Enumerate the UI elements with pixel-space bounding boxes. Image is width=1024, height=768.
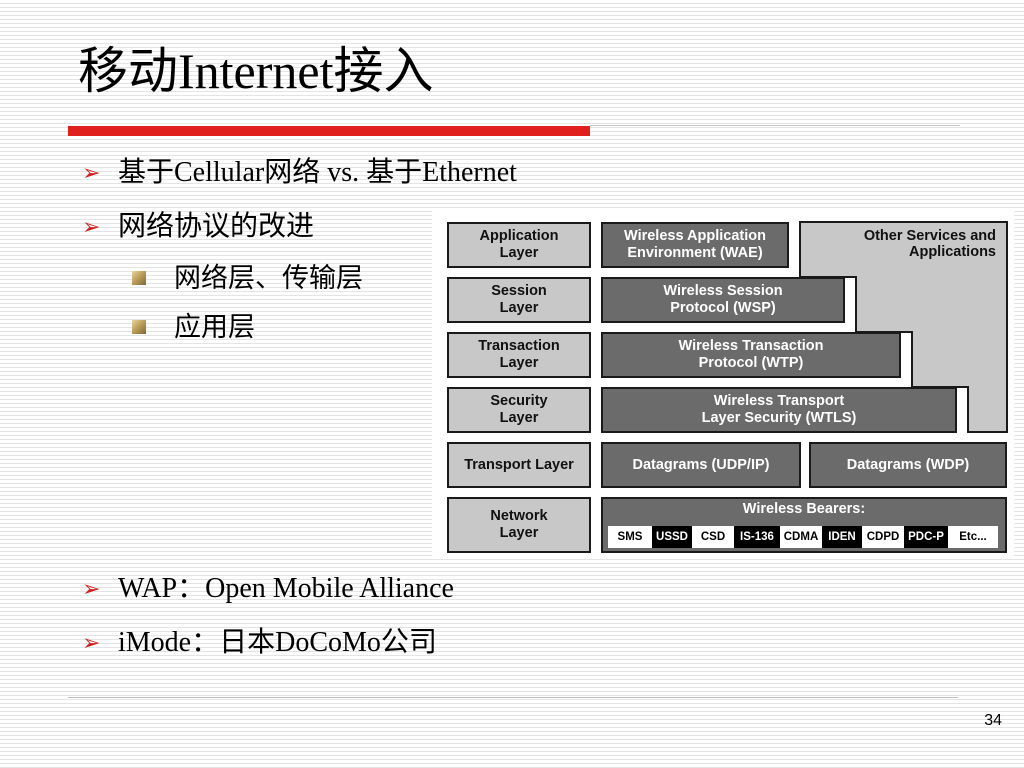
arrow-bullet-icon: ➢ <box>82 160 101 185</box>
layer-label: Transport Layer <box>464 456 574 473</box>
arrow-bullet-icon: ➢ <box>82 630 101 655</box>
sub-bullet-item: 应用层 <box>132 311 255 343</box>
layer-network: Network Layer <box>447 497 591 553</box>
arrow-bullet-icon: ➢ <box>82 576 101 601</box>
layer-application: Application Layer <box>447 222 591 268</box>
bearer-csd: CSD <box>692 526 734 548</box>
other-services-label: Other Services and Applications <box>863 228 996 260</box>
sub-bullet-item: 网络层、传输层 <box>132 262 363 294</box>
layer-label: Security Layer <box>490 393 548 426</box>
bearer-cdma: CDMA <box>780 526 822 548</box>
footer-rule <box>68 697 958 698</box>
page-number: 34 <box>984 712 1002 729</box>
bearer-ussd: USSD <box>652 526 692 548</box>
bearer-is-136: IS-136 <box>734 526 780 548</box>
wtls-label: Wireless Transport Layer Security (WTLS) <box>701 393 857 426</box>
bullet-text: WAP：Open Mobile Alliance <box>118 573 454 604</box>
bearer-cdpd: CDPD <box>862 526 904 548</box>
bullet-text: 网络协议的改进 <box>118 211 315 242</box>
arrow-bullet-icon: ➢ <box>82 214 101 239</box>
udp-label: Datagrams (UDP/IP) <box>632 456 770 473</box>
square-bullet-icon <box>132 271 146 285</box>
bullet-item: ➢ iMode：日本DoCoMo公司 <box>82 626 437 660</box>
wsp-box: Wireless Session Protocol (WSP) <box>601 277 845 323</box>
bearer-iden: IDEN <box>822 526 862 548</box>
bullet-text: 基于Cellular网络 vs. 基于Ethernet <box>118 157 517 188</box>
sub-bullet-text: 应用层 <box>174 312 255 342</box>
layer-session: Session Layer <box>447 277 591 323</box>
bearers-title: Wireless Bearers: <box>742 501 866 517</box>
wae-box: Wireless Application Environment (WAE) <box>601 222 789 268</box>
layer-label: Session Layer <box>491 283 547 316</box>
wtp-box: Wireless Transaction Protocol (WTP) <box>601 332 901 378</box>
title-underline-red <box>68 126 590 136</box>
layer-label: Application Layer <box>479 228 559 261</box>
layer-label: Network Layer <box>490 508 548 541</box>
bullet-item: ➢ WAP：Open Mobile Alliance <box>82 572 454 606</box>
bearer-pdc-p: PDC-P <box>904 526 948 548</box>
title-underline-thin <box>590 125 960 126</box>
bullet-text: iMode：日本DoCoMo公司 <box>118 627 437 658</box>
wtls-box: Wireless Transport Layer Security (WTLS) <box>601 387 957 433</box>
udp-box: Datagrams (UDP/IP) <box>601 442 801 488</box>
bearer-etc: Etc... <box>948 526 998 548</box>
layer-security: Security Layer <box>447 387 591 433</box>
wap-stack-diagram: Other Services and Applications Applicat… <box>432 210 1014 556</box>
wae-label: Wireless Application Environment (WAE) <box>624 228 766 261</box>
wdp-box: Datagrams (WDP) <box>809 442 1007 488</box>
bearer-sms: SMS <box>608 526 652 548</box>
layer-transaction: Transaction Layer <box>447 332 591 378</box>
layer-transport: Transport Layer <box>447 442 591 488</box>
square-bullet-icon <box>132 320 146 334</box>
sub-bullet-text: 网络层、传输层 <box>174 263 363 293</box>
slide-title: 移动Internet接入 <box>78 43 434 99</box>
bullet-item: ➢ 网络协议的改进 <box>82 210 314 244</box>
wtp-label: Wireless Transaction Protocol (WTP) <box>678 338 824 371</box>
wdp-label: Datagrams (WDP) <box>846 456 970 473</box>
bullet-item: ➢ 基于Cellular网络 vs. 基于Ethernet <box>82 156 517 190</box>
wsp-label: Wireless Session Protocol (WSP) <box>663 283 783 316</box>
layer-label: Transaction Layer <box>478 338 560 371</box>
